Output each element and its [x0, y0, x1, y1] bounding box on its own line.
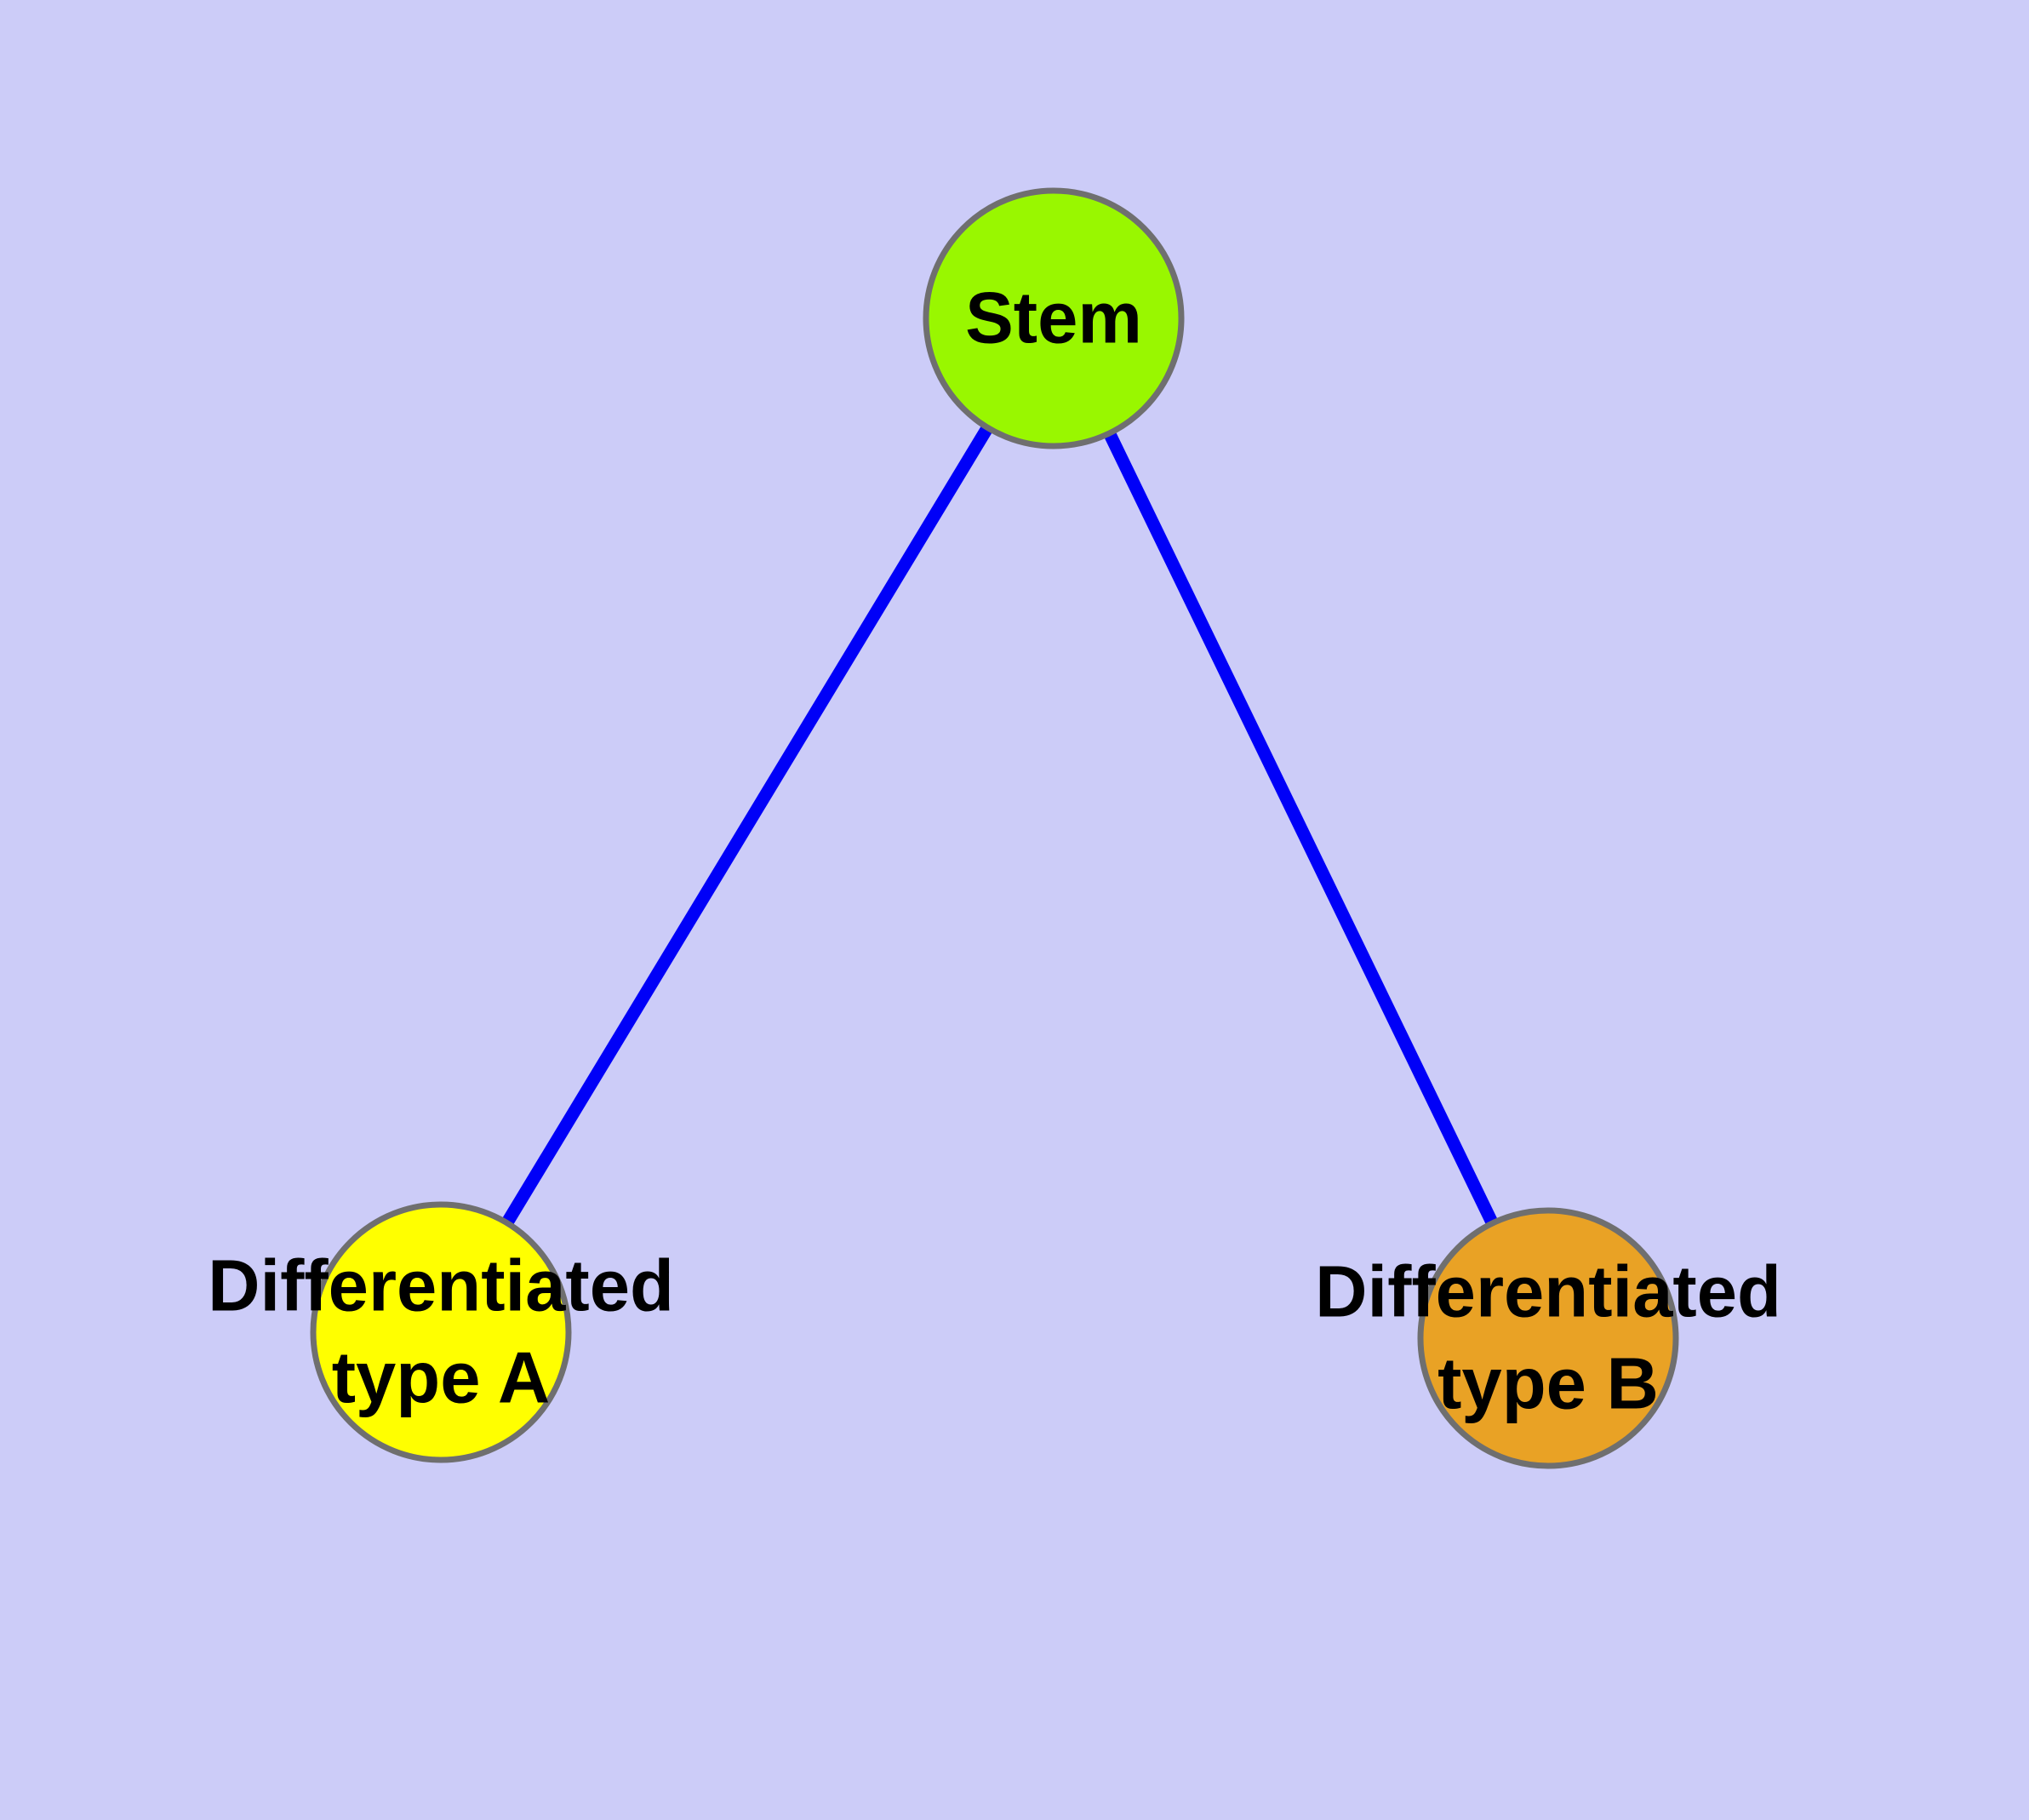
- node-label-stem: Stem: [965, 278, 1142, 359]
- nodes-layer: [310, 187, 1679, 1469]
- node-differentiated-type-a: [310, 1201, 572, 1463]
- node-differentiated-type-b: [1417, 1207, 1679, 1469]
- node-stem: [923, 187, 1185, 449]
- edge-stem-to-differentiated-type-b: [1048, 315, 1554, 1342]
- edge-stem-to-differentiated-type-a: [435, 315, 1060, 1336]
- edges-layer: [435, 315, 1554, 1342]
